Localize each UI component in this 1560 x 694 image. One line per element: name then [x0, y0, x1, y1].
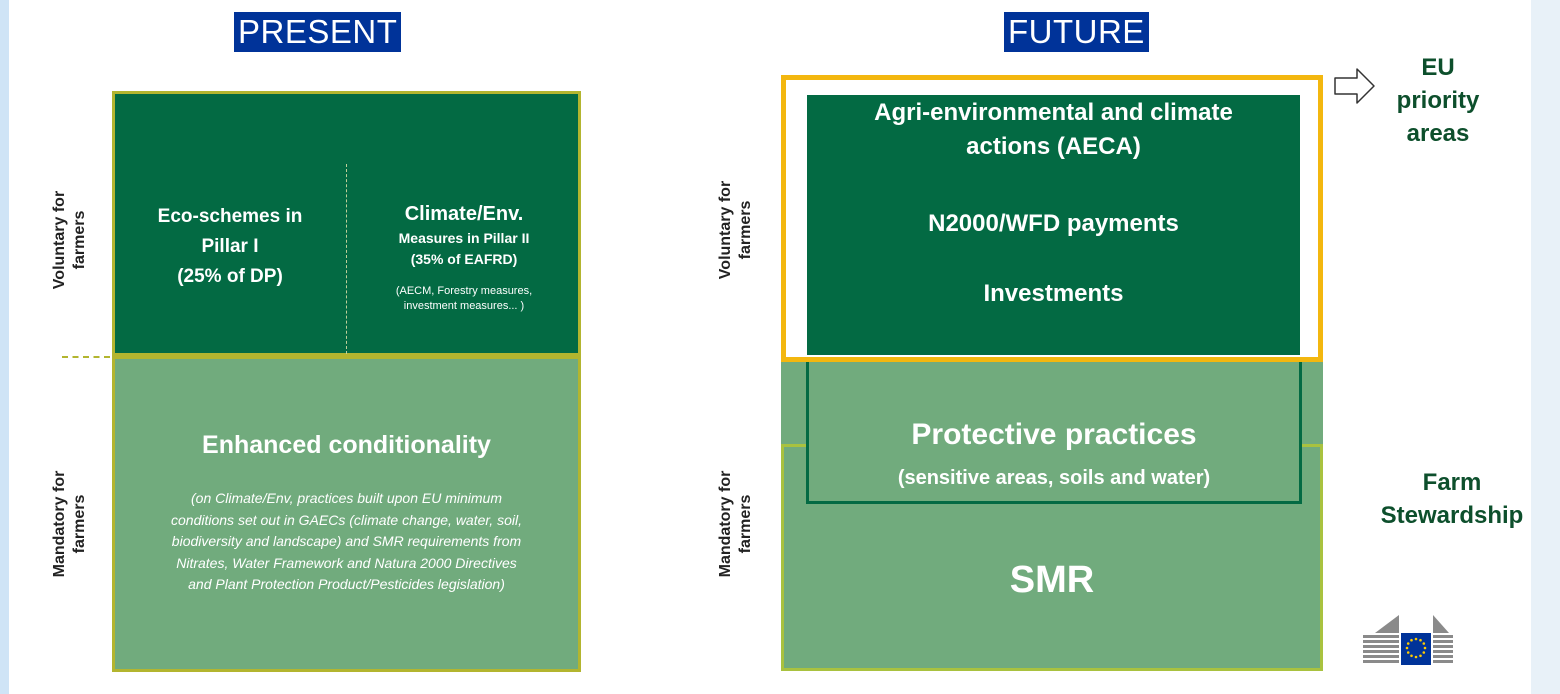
eu-priority-line: areas — [1406, 120, 1470, 147]
label-line: farmers — [737, 200, 754, 260]
european-commission-logo — [1363, 615, 1453, 665]
protective-practices-subtitle: (sensitive areas, soils and water) — [897, 467, 1211, 489]
label-line: Mandatory for — [717, 470, 734, 578]
present-mandatory-box — [112, 356, 581, 672]
present-divider — [346, 164, 347, 354]
future-voluntary-box — [807, 95, 1300, 355]
right-arrow-outline-icon — [1334, 68, 1375, 104]
climate-env-title: Climate/Env. — [404, 203, 524, 225]
eu-priority-line: EU — [1421, 54, 1455, 81]
label-line: farmers — [71, 210, 88, 270]
present-voluntary-label: Voluntary for farmers — [42, 140, 98, 340]
desc-line: Nitrates, Water Framework and Natura 200… — [176, 554, 517, 571]
note-line: (AECM, Forestry measures, — [395, 285, 533, 297]
climate-env-line: Measures in Pillar II — [398, 230, 530, 246]
future-voluntary-label: Voluntary for farmers — [708, 130, 764, 330]
left-edge-strip — [0, 0, 9, 694]
desc-line: biodiversity and landscape) and SMR requ… — [171, 533, 522, 549]
aeca-text: Agri-environmental and climate actions (… — [807, 96, 1300, 164]
present-mandatory-label: Mandatory for farmers — [42, 424, 98, 624]
future-mandatory-label: Mandatory for farmers — [708, 424, 764, 624]
farm-stewardship-line: Stewardship — [1380, 502, 1524, 529]
enhanced-conditionality-title: Enhanced conditionality — [202, 431, 491, 459]
climate-env-note: (AECM, Forestry measures, investment mea… — [350, 284, 578, 314]
desc-line: (on Climate/Env, practices built upon EU… — [191, 490, 502, 506]
desc-line: and Plant Protection Product/Pesticides … — [188, 576, 505, 592]
eco-schemes-line: (25% of DP) — [177, 266, 283, 287]
n2000-wfd-text: N2000/WFD payments — [928, 210, 1179, 237]
future-heading: FUTURE — [1004, 12, 1149, 52]
note-line: investment measures... ) — [403, 300, 525, 312]
present-threshold-line — [62, 356, 152, 358]
label-line: Mandatory for — [51, 470, 68, 578]
desc-line: conditions set out in GAECs (climate cha… — [171, 511, 522, 528]
farm-stewardship-text: Farm Stewardship — [1368, 466, 1536, 532]
eco-schemes-text: Eco-schemes in Pillar I (25% of DP) — [125, 202, 335, 292]
protective-practices-title: Protective practices — [911, 418, 1197, 451]
aeca-line: Agri-environmental and climate — [874, 99, 1233, 126]
climate-env-text: Climate/Env. Measures in Pillar II (35% … — [350, 200, 578, 314]
label-line: farmers — [737, 494, 754, 554]
enhanced-conditionality-desc: (on Climate/Env, practices built upon EU… — [115, 488, 578, 596]
eu-priority-areas-text: EU priority areas — [1378, 51, 1498, 150]
smr-label: SMR — [1009, 559, 1095, 601]
eco-schemes-line: Eco-schemes in — [157, 206, 303, 227]
right-edge-strip — [1531, 0, 1560, 694]
label-line: Voluntary for — [51, 190, 68, 290]
farm-stewardship-line: Farm — [1422, 469, 1482, 496]
label-line: farmers — [71, 494, 88, 554]
future-protective-box — [806, 362, 1302, 504]
present-heading: PRESENT — [234, 12, 402, 52]
label-line: Voluntary for — [717, 180, 734, 280]
aeca-line: actions (AECA) — [966, 133, 1141, 160]
eu-priority-line: priority — [1396, 87, 1480, 114]
eco-schemes-line: Pillar I — [201, 236, 259, 257]
investments-text: Investments — [983, 280, 1124, 307]
climate-env-line: (35% of EAFRD) — [410, 251, 518, 267]
